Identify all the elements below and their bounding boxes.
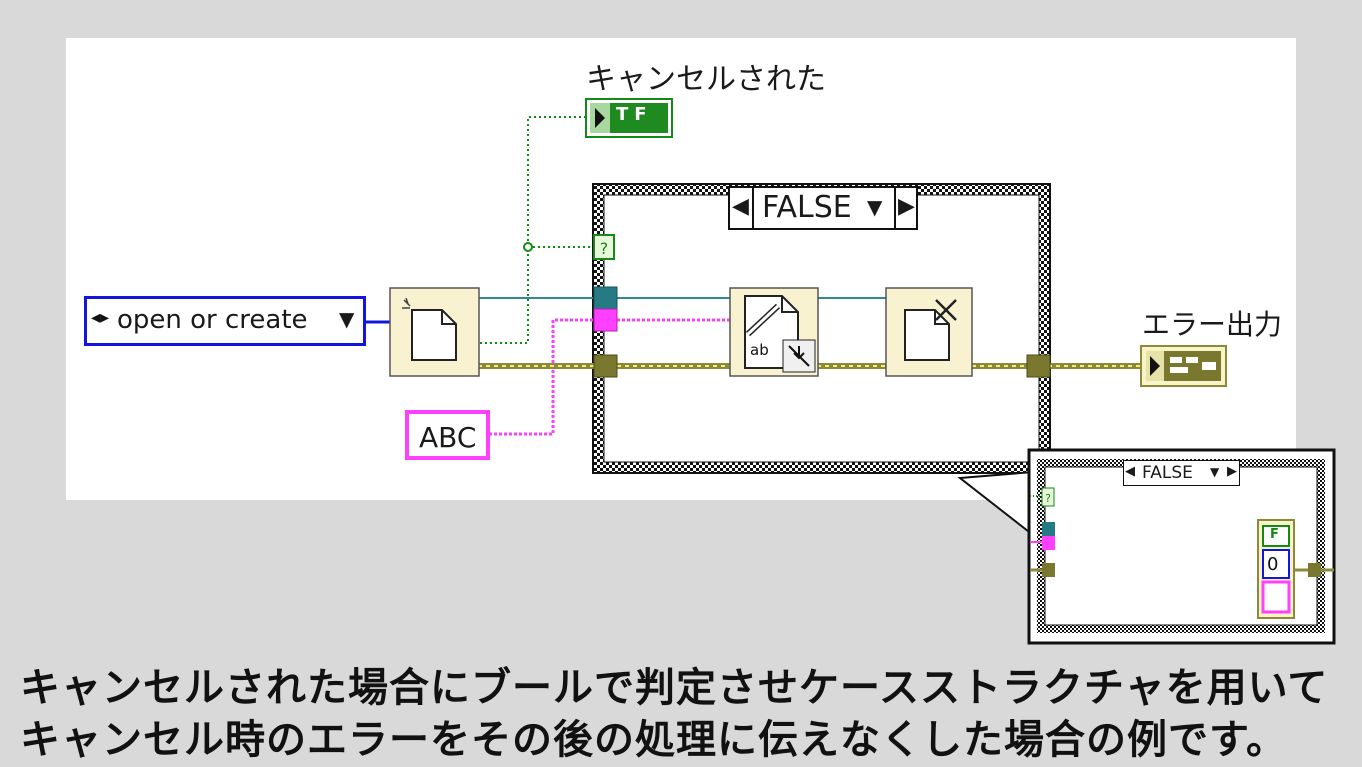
case-selector-value: FALSE [762, 190, 852, 225]
close-file-icon[interactable] [885, 287, 973, 377]
caption-line-2: キャンセル時のエラーをその後の処理に伝えなくした場合の例です。 [20, 717, 1287, 763]
string-constant[interactable]: ABC [405, 410, 490, 460]
write-text-file-icon[interactable]: ab [729, 287, 819, 377]
boolean-indicator-icon[interactable] [585, 98, 673, 138]
svg-text:ab: ab [750, 341, 769, 359]
error-out-label: エラー出力 [1142, 308, 1283, 341]
svg-text:?: ? [600, 239, 609, 258]
enum-decrement-increment-icon[interactable]: ◂▸ [91, 307, 110, 328]
previous-case-icon[interactable]: ◀ [732, 194, 749, 219]
open-create-file-icon[interactable] [389, 287, 480, 377]
previous-case-icon[interactable]: ◀ [1125, 464, 1135, 479]
error-cluster-indicator-icon[interactable] [1140, 345, 1227, 387]
caption-line-1: キャンセルされた場合にブールで判定させケースストラクチャを用いて [20, 665, 1329, 711]
error-tunnel-in[interactable] [593, 354, 618, 378]
string-constant-value: ABC [419, 421, 477, 454]
dropdown-arrow-icon[interactable]: ▼ [339, 307, 355, 331]
inset-boolean-constant: F [1270, 527, 1279, 542]
next-case-icon[interactable]: ▶ [1227, 464, 1237, 479]
svg-text:?: ? [1045, 492, 1051, 505]
next-case-icon[interactable]: ▶ [898, 194, 915, 219]
selector-divider [752, 188, 755, 228]
case-dropdown-icon[interactable]: ▼ [1210, 465, 1220, 479]
error-tunnel-out[interactable] [1026, 354, 1051, 378]
inset-numeric-constant: 0 [1267, 554, 1279, 575]
enum-constant[interactable]: ◂▸ open or create ▼ [84, 296, 366, 346]
wire-junction [523, 242, 533, 252]
inset-case-selector-value: FALSE [1142, 463, 1193, 483]
cancel-indicator-label: キャンセルされた [586, 62, 826, 97]
string-tunnel[interactable] [593, 308, 618, 332]
case-dropdown-icon[interactable]: ▼ [867, 195, 883, 219]
case-selector-terminal[interactable]: ? [593, 234, 615, 260]
inset-case-selector-label[interactable]: ◀ FALSE ▼ ▶ [1123, 460, 1240, 486]
enum-value: open or create [117, 305, 308, 335]
selector-divider [894, 188, 897, 228]
string-wire[interactable] [489, 318, 732, 436]
case-selector-label[interactable]: ◀ FALSE ▼ ▶ [728, 186, 918, 230]
boolean-indicator-text: TF [616, 104, 653, 125]
boolean-wire[interactable] [480, 116, 594, 344]
false-case-inset[interactable]: ? [957, 448, 1336, 645]
refnum-tunnel[interactable] [593, 286, 618, 310]
